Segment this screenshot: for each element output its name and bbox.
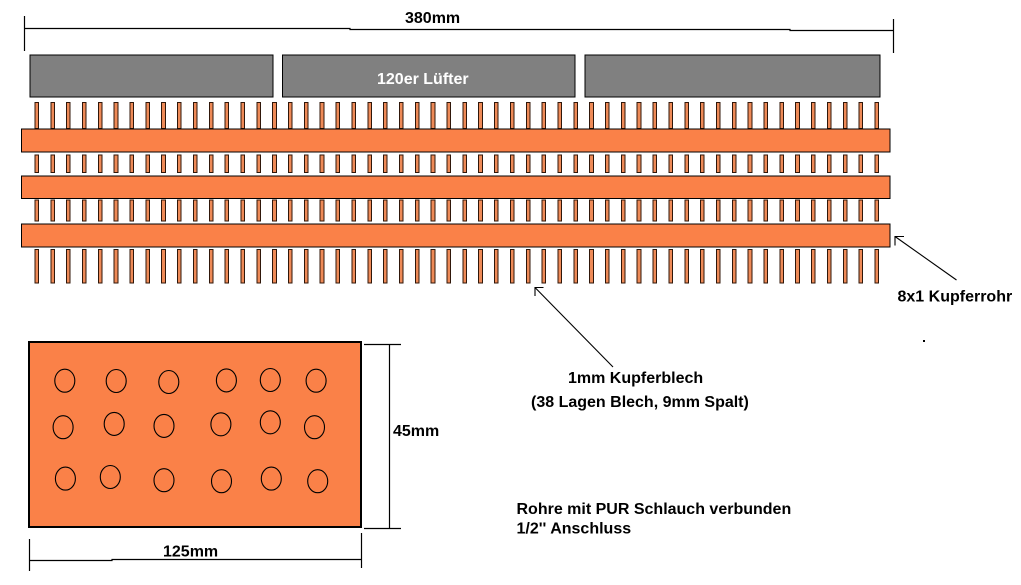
svg-text:380mm: 380mm bbox=[405, 10, 460, 27]
svg-text:8x1 Kupferrohr: 8x1 Kupferrohr bbox=[898, 289, 1013, 306]
svg-text:120er Lüfter: 120er Lüfter bbox=[377, 71, 469, 88]
svg-text:1/2'' Anschluss: 1/2'' Anschluss bbox=[517, 521, 632, 538]
svg-text:1mm Kupferblech: 1mm Kupferblech bbox=[568, 370, 703, 387]
svg-text:45mm: 45mm bbox=[393, 423, 439, 440]
svg-text:125mm: 125mm bbox=[163, 544, 218, 561]
svg-text:Rohre mit PUR Schlauch verbund: Rohre mit PUR Schlauch verbunden bbox=[517, 501, 792, 518]
svg-text:(38 Lagen Blech, 9mm Spalt): (38 Lagen Blech, 9mm Spalt) bbox=[531, 394, 749, 411]
